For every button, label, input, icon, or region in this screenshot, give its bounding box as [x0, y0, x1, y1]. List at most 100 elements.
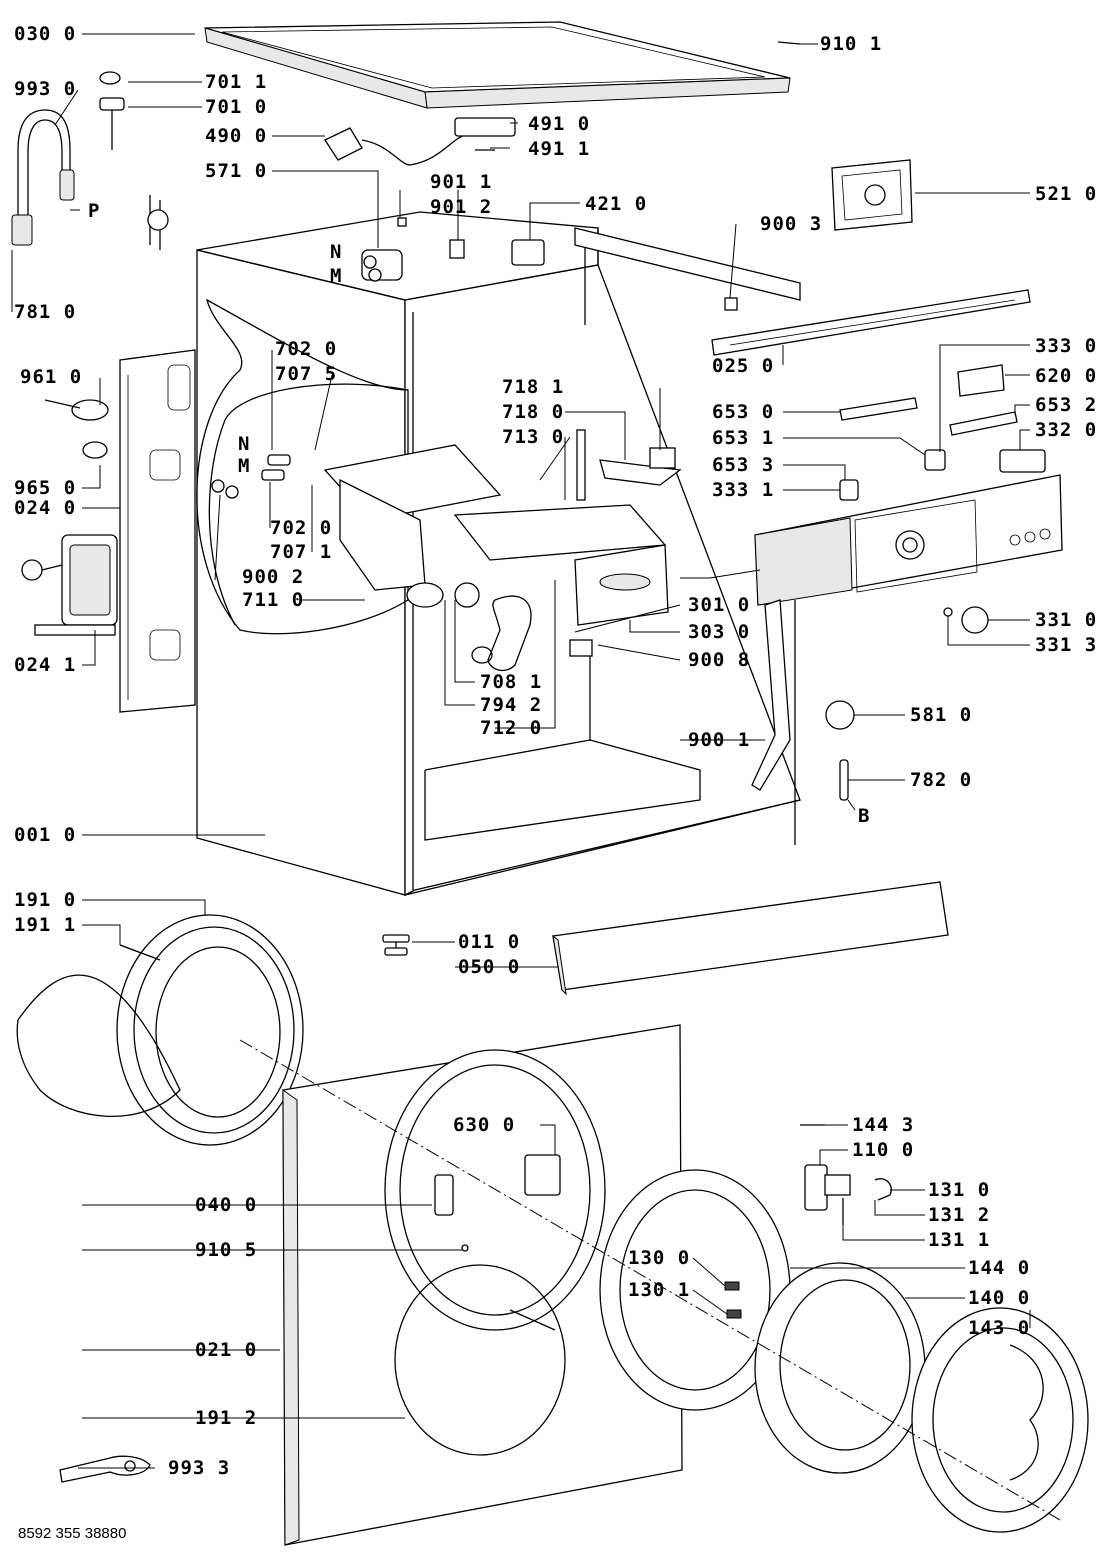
part-label: 653 2 [1035, 394, 1097, 416]
hook-131-part [874, 1178, 892, 1201]
letter-label: N [330, 241, 341, 263]
part-label: 521 0 [1035, 183, 1097, 205]
filter-part [454, 117, 516, 151]
part-label: 130 1 [628, 1279, 690, 1301]
part-label: 701 0 [205, 96, 267, 118]
part-label: 702 0 [275, 338, 337, 360]
dispenser-housing-part [323, 444, 502, 608]
switch-333-1-part [839, 479, 859, 501]
part-label: 630 0 [453, 1114, 515, 1136]
spring-191-1-part [119, 944, 161, 961]
back-panel-part [119, 349, 196, 713]
rail-part [711, 289, 1031, 356]
part-label: 900 2 [242, 566, 304, 588]
document-number: 8592 355 38880 [18, 1525, 126, 1542]
pcb-part [957, 364, 1005, 397]
part-label: 131 0 [928, 1179, 990, 1201]
letter-label: M [330, 265, 341, 287]
tool-part [59, 1455, 151, 1483]
part-label: 581 0 [910, 704, 972, 726]
part-label: 490 0 [205, 125, 267, 147]
part-label: 024 1 [14, 654, 76, 676]
letter-label: N [238, 433, 249, 455]
led-board-part [839, 397, 918, 421]
part-label: 910 5 [195, 1239, 257, 1261]
part-label: 050 0 [458, 956, 520, 978]
part-label: 303 0 [688, 621, 750, 643]
foot-part [382, 934, 410, 956]
part-label: 110 0 [852, 1139, 914, 1161]
wiring-900-1-part [751, 599, 791, 791]
hose-clamp-part [454, 582, 480, 608]
handle-assembly-part [824, 1174, 851, 1196]
part-label: 993 0 [14, 78, 76, 100]
part-label: 965 0 [14, 477, 76, 499]
door-glass-part [754, 1262, 926, 1474]
part-label: 191 0 [14, 889, 76, 911]
part-label: 040 0 [195, 1194, 257, 1216]
part-label: 653 0 [712, 401, 774, 423]
counterweight-961-part [71, 399, 109, 421]
flap-718-1-part [649, 447, 676, 469]
clamp-900-2b-part [225, 485, 239, 499]
part-label: 491 1 [528, 138, 590, 160]
part-label: 794 2 [480, 694, 542, 716]
switch-332-part [999, 449, 1046, 473]
dispenser-drawer-part [453, 504, 669, 626]
knob-331-part [961, 606, 989, 634]
letter-label: B [858, 805, 869, 827]
part-label: 993 3 [168, 1457, 230, 1479]
valve-part [361, 249, 403, 282]
part-label: 653 1 [712, 427, 774, 449]
part-label: 910 1 [820, 33, 882, 55]
part-label: 713 0 [502, 426, 564, 448]
letter-label: P [88, 200, 99, 222]
part-label: 011 0 [458, 931, 520, 953]
power-cable-part [324, 127, 466, 166]
part-label: 491 0 [528, 113, 590, 135]
kickplate-part [552, 881, 949, 996]
part-label: 301 0 [688, 594, 750, 616]
part-label: 130 0 [628, 1247, 690, 1269]
part-label: 711 0 [242, 589, 304, 611]
screw-910-1-part [777, 41, 801, 45]
part-label: 707 1 [270, 541, 332, 563]
valve-connector-m-part [261, 469, 285, 481]
part-labels: 030 0 910 1 993 0 701 1 701 0 490 0 491 … [14, 23, 1097, 1479]
bellows-hose-part [487, 595, 532, 672]
top-cover-part [204, 21, 791, 109]
letter-labels: P N M N M B [88, 200, 869, 827]
part-label: 653 3 [712, 454, 774, 476]
part-label: 144 3 [852, 1114, 914, 1136]
part-label: 620 0 [1035, 365, 1097, 387]
part-label: 961 0 [20, 366, 82, 388]
pressure-switch-part [825, 700, 855, 730]
part-label: 001 0 [14, 824, 76, 846]
counterweight-rod-part [44, 399, 81, 409]
part-label: 901 2 [430, 196, 492, 218]
part-label: 191 1 [14, 914, 76, 936]
part-label: 900 3 [760, 213, 822, 235]
siphon-713-part [576, 429, 586, 501]
door-frame-part [599, 1169, 791, 1411]
outer-door-part [911, 1307, 1089, 1533]
part-label: 708 1 [480, 671, 542, 693]
part-label: 143 0 [968, 1317, 1030, 1339]
door-gasket-part [16, 914, 304, 1146]
part-label: 331 3 [1035, 634, 1097, 656]
part-label: 024 0 [14, 497, 76, 519]
part-label: 782 0 [910, 769, 972, 791]
part-label: 901 1 [430, 171, 492, 193]
part-label: 718 0 [502, 401, 564, 423]
part-label: 030 0 [14, 23, 76, 45]
part-label: 331 0 [1035, 609, 1097, 631]
part-label: 025 0 [712, 355, 774, 377]
part-label: 712 0 [480, 717, 542, 739]
hinge-110-part [804, 1164, 828, 1211]
front-panel-part [282, 1024, 683, 1546]
part-label: 140 0 [968, 1287, 1030, 1309]
part-label: 191 2 [195, 1407, 257, 1429]
part-label: 333 1 [712, 479, 774, 501]
electronic-module-part [831, 159, 913, 231]
